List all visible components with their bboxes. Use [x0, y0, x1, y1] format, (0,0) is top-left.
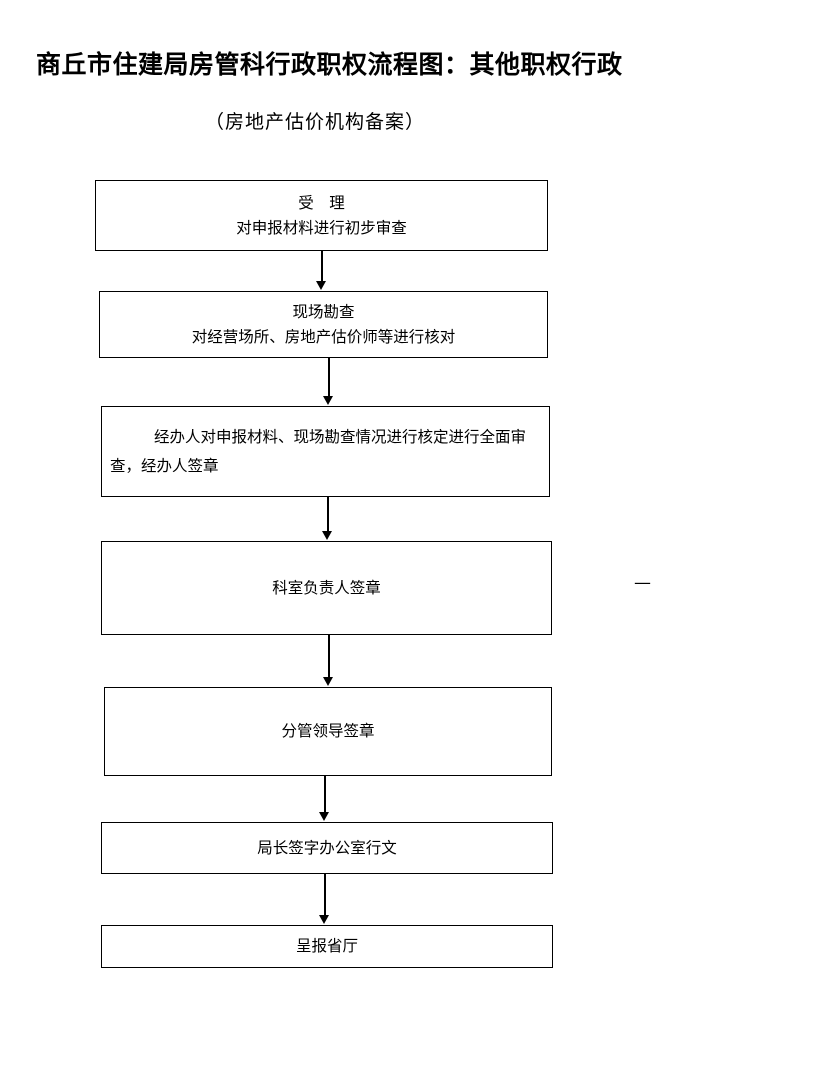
arrow-head-icon — [322, 396, 333, 405]
flow-node-line: 分管领导签章 — [281, 722, 375, 740]
flow-edge-n1-n2 — [321, 251, 323, 282]
stray-dash-mark: — — [634, 573, 651, 593]
flow-node-line: 科室负责人签章 — [272, 578, 381, 597]
flow-node-line: 对申报材料进行初步审查 — [236, 218, 407, 237]
flow-edge-n5-n6 — [324, 776, 326, 813]
flow-node-分管领导签章[interactable]: 分管领导签章 — [104, 687, 552, 776]
flow-node-呈报省厅[interactable]: 呈报省厅 — [101, 925, 553, 968]
flow-edge-n3-n4 — [327, 497, 329, 532]
arrow-head-icon — [322, 677, 333, 686]
flow-node-局长签字办公室行文[interactable]: 局长签字办公室行文 — [101, 822, 553, 874]
arrow-head-icon — [318, 915, 329, 924]
flow-edge-n4-n5 — [328, 635, 330, 678]
flow-node-经办人核定[interactable]: 经办人对申报材料、现场勘查情况进行核定进行全面审查，经办人签章 — [101, 406, 550, 497]
page-title: 商丘市住建局房管科行政职权流程图：其他职权行政 — [36, 52, 623, 79]
flow-edge-n6-n7 — [324, 874, 326, 916]
page-subtitle: （房地产估价机构备案） — [205, 111, 426, 133]
arrow-head-icon — [315, 281, 326, 290]
flow-node-line: 局长签字办公室行文 — [257, 838, 397, 857]
arrow-head-icon — [318, 812, 329, 821]
flow-node-paragraph: 经办人对申报材料、现场勘查情况进行核定进行全面审查，经办人签章 — [110, 427, 527, 475]
flow-node-现场勘查[interactable]: 现场勘查 对经营场所、房地产估价师等进行核对 — [99, 291, 548, 358]
flow-node-受理[interactable]: 受 理 对申报材料进行初步审查 — [95, 180, 548, 251]
flow-node-line: 现场勘查 — [292, 302, 355, 321]
flow-node-科室负责人签章[interactable]: 科室负责人签章 — [101, 541, 552, 635]
flow-node-line: 受 理 — [298, 193, 345, 212]
flow-node-line: 呈报省厅 — [295, 937, 358, 955]
flow-node-line: 对经营场所、房地产估价师等进行核对 — [191, 327, 456, 346]
flow-edge-n2-n3 — [328, 358, 330, 397]
arrow-head-icon — [321, 531, 332, 540]
